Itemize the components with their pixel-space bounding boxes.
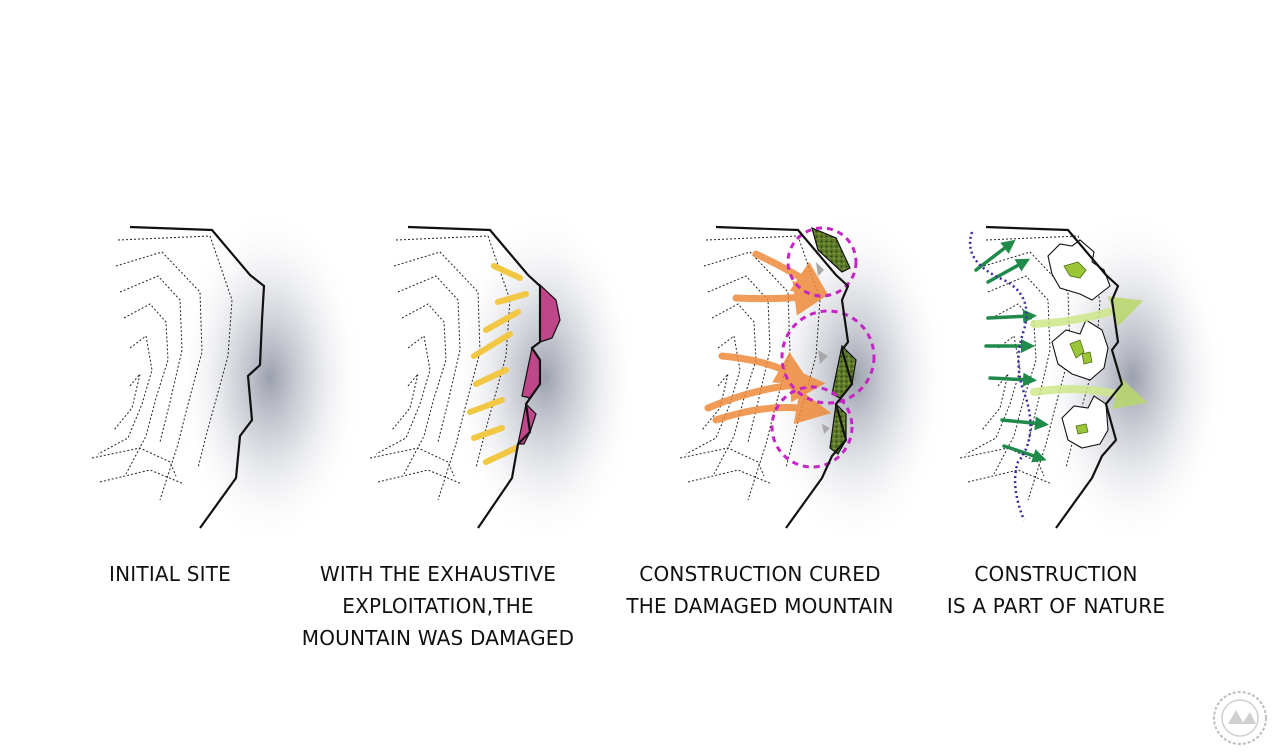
caption-line: INITIAL SITE [109,562,231,586]
terrain-shadow [450,208,640,548]
caption-part-of-nature: CONSTRUCTION IS A PART OF NATURE [920,558,1192,622]
caption-line: IS A PART OF NATURE [946,594,1166,618]
gray-markers [816,262,830,434]
mountain-outline [715,225,854,529]
caption-line: WITH THE EXHAUSTIVE [319,562,557,586]
caption-line: THE DAMAGED MOUNTAIN [626,594,894,618]
green-roofs [1063,261,1093,435]
mountain-outline [407,225,542,529]
wind-arrows [1030,296,1148,409]
caption-construction-cured: CONSTRUCTION CURED THE DAMAGED MOUNTAIN [600,558,920,622]
repair-arrows [704,250,832,425]
panel-part-of-nature [959,208,1227,548]
caption-damaged-mountain: WITH THE EXHAUSTIVE EXPLOITATION,THE MOU… [280,558,596,654]
panel-damaged-mountain [369,208,640,548]
panel-initial-site [91,208,365,548]
focus-circles [770,226,876,469]
nature-arrows [974,239,1049,463]
watermark-logo-icon [1213,691,1267,745]
caption-line: CONSTRUCTION [974,562,1138,586]
mountain-outline [985,225,1124,529]
terrain-shadow [175,208,365,548]
circulation-path [968,231,1032,521]
caption-line: EXPLOITATION,THE [342,594,534,618]
contour-lines [369,235,511,501]
caption-line: CONSTRUCTION CURED [639,562,881,586]
contour-lines [91,235,233,501]
panel-construction-cured [679,208,950,548]
caption-initial-site: INITIAL SITE [70,558,270,590]
caption-line: MOUNTAIN WAS DAMAGED [301,626,575,650]
mountain-outline [129,225,266,529]
exploitation-marks [467,263,529,465]
